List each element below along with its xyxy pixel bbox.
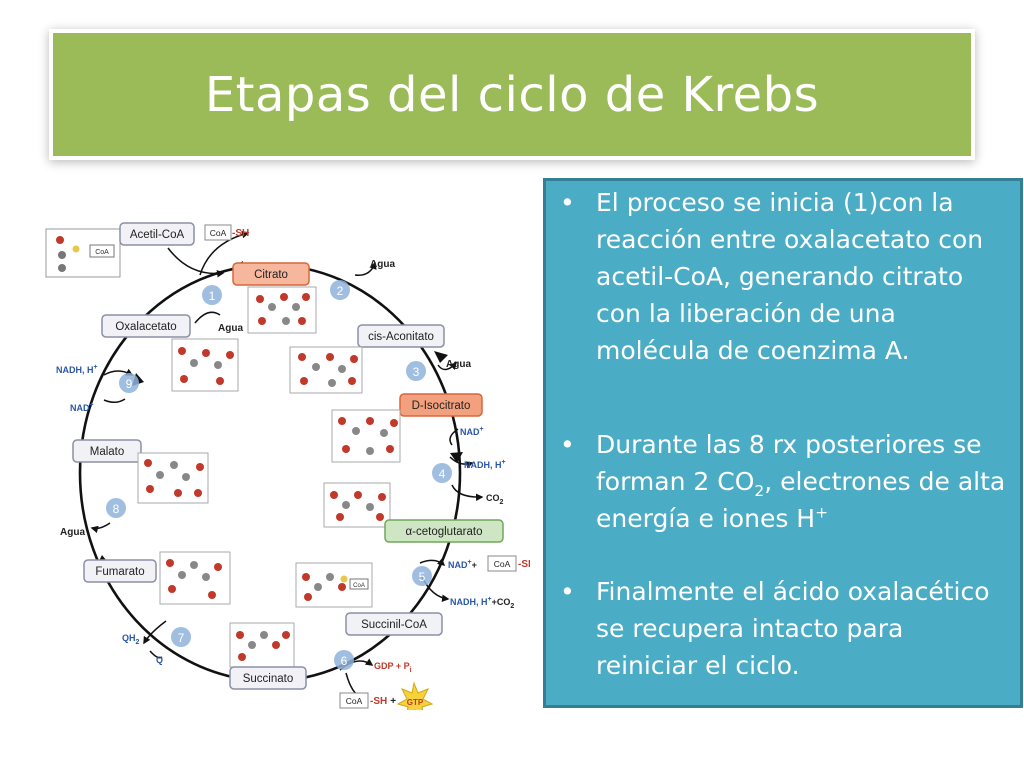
step-5: 5: [412, 566, 432, 586]
bullet-2-text: Durante las 8 rx posteriores se forman 2…: [596, 430, 1006, 533]
bullet-dot-2: •: [560, 430, 575, 459]
slide-title: Etapas del ciclo de Krebs: [204, 66, 820, 123]
node-oxalacetato: Oxalacetato: [101, 314, 191, 338]
sh-label-2: -SH: [518, 559, 530, 570]
bullet-3-text: Finalmente el ácido oxalacético se recup…: [596, 577, 990, 680]
succinate-molecule-frame: [229, 622, 295, 668]
node-cis-aconitato: cis-Aconitato: [357, 324, 445, 348]
succinate-molecule: [236, 631, 290, 661]
bullet-1-text: El proceso se inicia (1)con la reacción …: [596, 188, 984, 365]
agua-label-4: Agua: [60, 527, 85, 538]
svg-text:Oxalacetato: Oxalacetato: [115, 321, 176, 333]
step-3: 3: [406, 361, 426, 381]
q-label: Q: [156, 655, 163, 665]
svg-text:3: 3: [413, 365, 420, 379]
sh-label-3: -SH+: [370, 696, 396, 707]
oxaloacetate-molecule-frame: [171, 338, 239, 392]
coa-box-2: [487, 555, 517, 572]
bullet-1: • El proceso se inicia (1)con la reacció…: [560, 184, 1010, 369]
svg-text:6: 6: [341, 654, 348, 668]
svg-text:8: 8: [113, 502, 120, 516]
node-fumarato: Fumarato: [83, 559, 157, 583]
step-9: 9: [119, 373, 139, 393]
node-d-isocitrato: D-Isocitrato: [399, 393, 483, 417]
svg-text:7: 7: [178, 631, 185, 645]
coa-label-4: CoA: [346, 696, 363, 706]
svg-text:α-cetoglutarato: α-cetoglutarato: [406, 526, 483, 538]
node-alfa-cetoglutarato: α-cetoglutarato: [384, 519, 504, 543]
bullet-dot-1: •: [560, 188, 575, 217]
node-citrato: Citrato: [232, 262, 310, 286]
coa-box-1: [204, 224, 232, 241]
node-acetil-coa: Acetil-CoA: [119, 222, 195, 246]
fumarate-molecule: [166, 559, 222, 599]
succinylcoa-molecule: [302, 573, 369, 601]
svg-text:CoA: CoA: [95, 249, 109, 256]
isocitrate-molecule: [338, 417, 398, 455]
node-succinil-coa: Succinil-CoA: [345, 612, 443, 636]
krebs-cycle-diagram: CoA Acetil-CoA CoA -SH Citrato Agua Agua…: [45, 222, 530, 710]
bullet-textbox: • El proceso se inicia (1)con la reacció…: [543, 178, 1023, 708]
bullet-dot-3: •: [560, 577, 575, 606]
svg-text:5: 5: [419, 570, 426, 584]
ketoglutarate-molecule: [330, 491, 386, 521]
bullet-2: • Durante las 8 rx posteriores se forman…: [560, 426, 1010, 537]
svg-text:Acetil-CoA: Acetil-CoA: [130, 229, 185, 241]
coa-box-3: [339, 692, 369, 709]
svg-text:Citrato: Citrato: [254, 269, 288, 281]
svg-text:9: 9: [126, 377, 133, 391]
coa-label-1: CoA: [210, 228, 227, 238]
nad-label-1: NAD+: [460, 426, 484, 437]
node-malato: Malato: [72, 439, 142, 463]
gdp-label: GDP + Pi: [374, 661, 412, 674]
node-succinato: Succinato: [229, 666, 307, 690]
bullet-3: • Finalmente el ácido oxalacético se rec…: [560, 573, 1010, 684]
oxaloacetate-molecule: [178, 347, 234, 385]
step-7: 7: [171, 627, 191, 647]
gtp-star: GTP: [396, 681, 434, 710]
step-6: 6: [334, 650, 354, 670]
step-8: 8: [106, 498, 126, 518]
svg-text:cis-Aconitato: cis-Aconitato: [368, 331, 434, 343]
nadh-co2-label: NADH, H++CO2: [450, 596, 514, 610]
step-4: 4: [432, 463, 452, 483]
svg-text:2: 2: [337, 284, 344, 298]
coa-label-3: CoA: [353, 583, 365, 589]
co2-label-1: CO2: [486, 493, 504, 506]
coa-label-2: CoA: [494, 559, 511, 569]
svg-text:GTP: GTP: [407, 698, 424, 707]
svg-text:Malato: Malato: [90, 446, 125, 458]
acetylcoa-molecule: CoA: [56, 236, 115, 272]
svg-text:Succinato: Succinato: [243, 673, 294, 685]
svg-text:1: 1: [209, 289, 216, 303]
step-2: 2: [330, 280, 350, 300]
svg-text:Succinil-CoA: Succinil-CoA: [361, 619, 427, 631]
side-arrows: [90, 230, 484, 700]
malate-molecule: [144, 459, 204, 497]
citrate-molecule: [256, 293, 310, 325]
nadh-label-2: NADH, H+: [56, 364, 98, 375]
nadh-label-1: NADH, H+: [464, 459, 506, 470]
nad-label-3: NAD+: [70, 402, 94, 413]
agua-label-2: Agua: [370, 259, 395, 270]
nad-label-2: NAD++: [448, 559, 477, 570]
svg-text:4: 4: [439, 467, 446, 481]
qh2-label: QH2: [122, 633, 140, 646]
agua-label-3: Agua: [446, 359, 471, 370]
title-bar: Etapas del ciclo de Krebs: [53, 33, 971, 156]
step-1: 1: [202, 285, 222, 305]
sh-label-1: -SH: [232, 228, 249, 239]
svg-text:D-Isocitrato: D-Isocitrato: [412, 400, 471, 412]
aconitate-molecule: [298, 353, 358, 387]
agua-label-1: Agua: [218, 323, 243, 334]
svg-text:Fumarato: Fumarato: [95, 566, 144, 578]
